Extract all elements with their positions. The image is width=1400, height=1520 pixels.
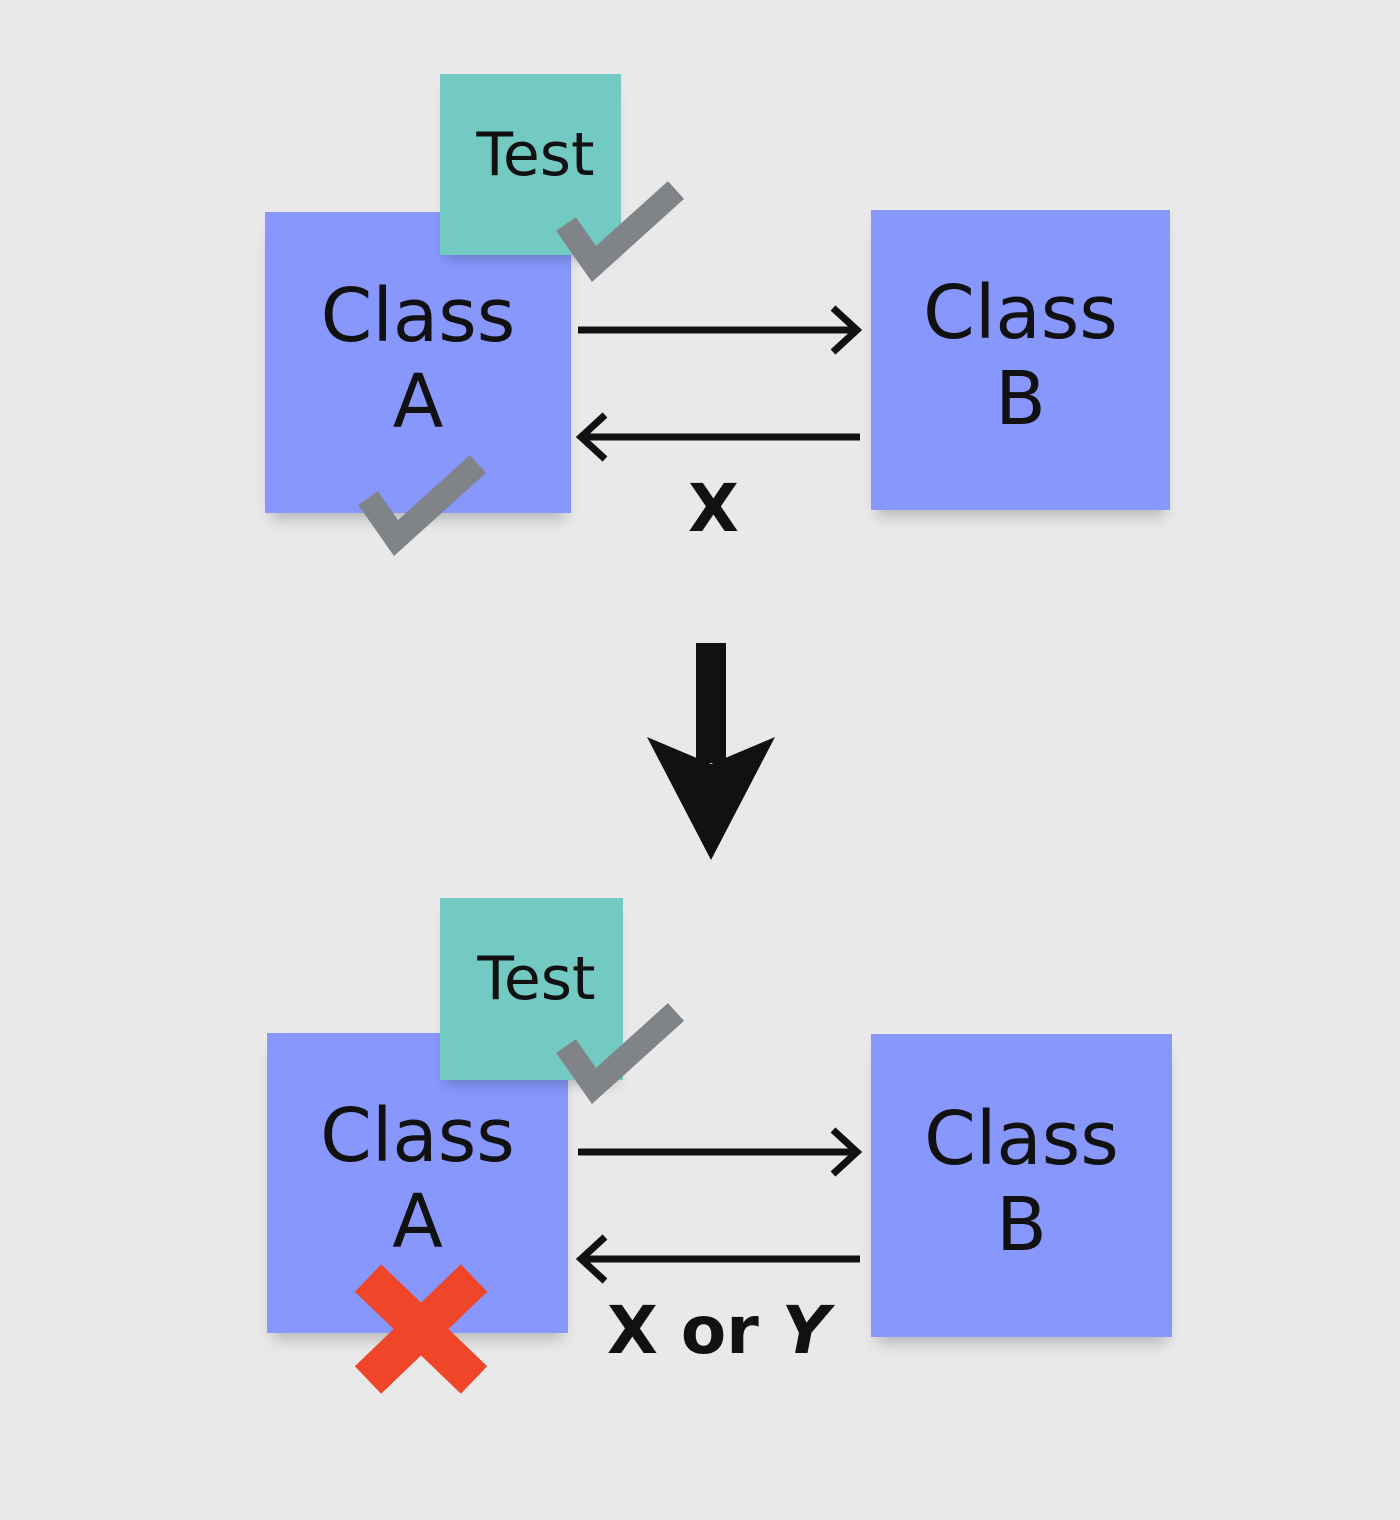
diagram-before: Class A Class B Test X: [0, 0, 1400, 720]
test-note-label: Test: [476, 119, 595, 190]
class-b-label: Class B: [924, 1095, 1119, 1268]
class-b-note[interactable]: Class B: [871, 1034, 1172, 1337]
transition-down-arrow-icon: [647, 643, 775, 860]
class-a-cross-icon: [354, 1264, 488, 1394]
test-note-label: Test: [477, 944, 596, 1014]
test-check-icon: [556, 1003, 685, 1105]
class-b-label: Class B: [923, 270, 1118, 442]
class-a-check-icon: [358, 455, 487, 557]
class-a-label: Class A: [320, 272, 516, 445]
class-b-note[interactable]: Class B: [871, 210, 1170, 510]
class-a-note[interactable]: Class A: [265, 212, 571, 513]
return-arrow: [575, 1234, 860, 1284]
return-label: X: [688, 470, 739, 547]
class-a-note[interactable]: Class A: [267, 1033, 568, 1333]
test-note[interactable]: Test: [440, 74, 621, 255]
test-note[interactable]: Test: [440, 898, 623, 1080]
return-label-x: X or: [607, 1292, 759, 1369]
return-label-y: Y: [781, 1292, 830, 1369]
return-label: X or Y: [607, 1292, 830, 1369]
call-arrow: [578, 305, 863, 355]
class-a-label: Class A: [320, 1093, 515, 1265]
return-arrow: [575, 412, 860, 462]
test-check-icon: [556, 181, 685, 283]
call-arrow: [578, 1127, 863, 1177]
diagram-after: Class A Class B Test X or Y: [0, 822, 1400, 1520]
